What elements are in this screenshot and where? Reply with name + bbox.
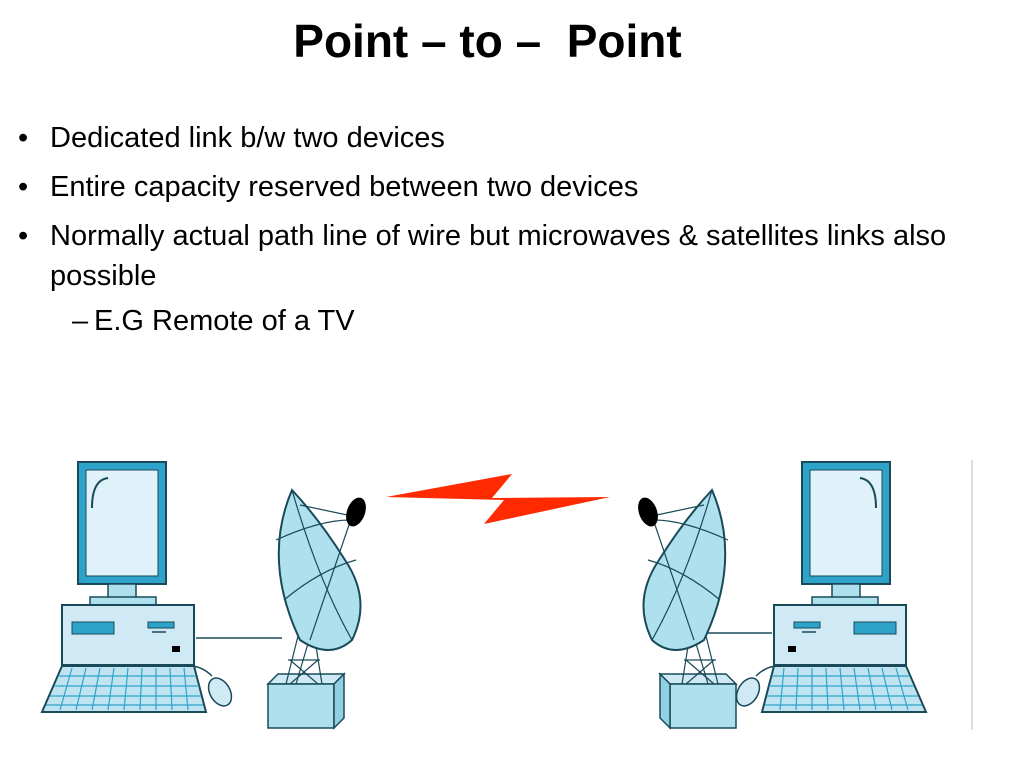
network-diagram [0,440,1024,740]
sub-bullet-text: E.G Remote of a TV [94,305,355,337]
slide-title: Point – to – Point [293,15,682,67]
lightning-bolt-icon [386,474,610,524]
bullet-item: • Entire capacity reserved between two d… [14,167,994,207]
computer-icon [41,461,238,713]
computer-icon [730,461,927,713]
bullet-text: Entire capacity reserved between two dev… [50,171,639,203]
diagram-svg [41,460,973,730]
bullet-glyph: • [18,122,29,154]
satellite-dish-icon [267,489,371,729]
bullet-item: • Normally actual path line of wire but … [14,216,994,296]
bullet-text: Normally actual path line of wire but mi… [50,220,947,292]
bullet-glyph: • [18,220,29,252]
sub-bullet-glyph: – [72,305,89,337]
bullet-text: Dedicated link b/w two devices [50,122,445,154]
bullet-list: • Dedicated link b/w two devices • Entir… [14,118,994,341]
bullet-item: • Dedicated link b/w two devices [14,118,994,158]
bullet-glyph: • [18,171,29,203]
sub-bullet-item: – E.G Remote of a TV [14,301,994,341]
satellite-dish-icon [633,489,737,729]
